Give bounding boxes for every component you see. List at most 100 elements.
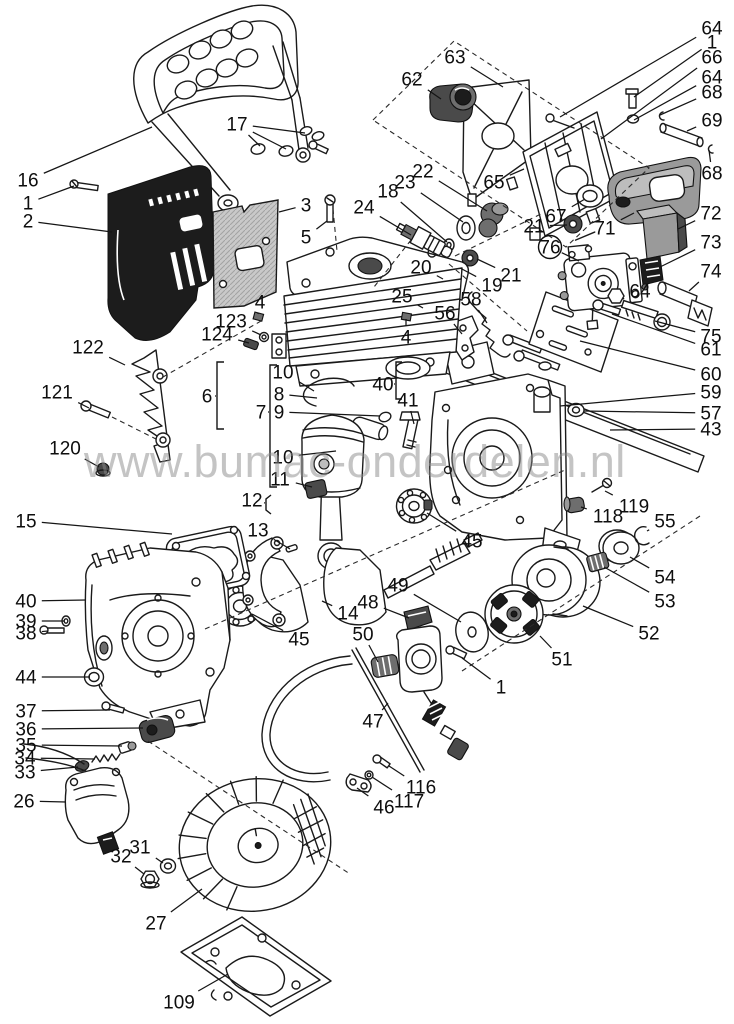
leader-line (600, 67, 698, 140)
part-callout-22: 22 (412, 162, 433, 183)
leader-line (368, 644, 379, 663)
part-callout-71: 71 (594, 219, 615, 240)
leader-line (41, 727, 144, 730)
leader-line (603, 566, 650, 593)
bottom-gasket-plate (180, 916, 332, 1017)
part-callout-56: 56 (434, 304, 455, 325)
piston-rings (302, 377, 392, 423)
part-callout-37: 37 (15, 702, 36, 723)
leader-line (582, 605, 634, 628)
part-callout-44: 44 (15, 668, 37, 689)
leader-line (477, 309, 488, 324)
part-callout-6: 6 (202, 387, 213, 408)
leader-line (509, 168, 525, 176)
part-callout-10: 10 (272, 448, 293, 469)
leader-line (410, 410, 415, 425)
part-callout-7: 7 (256, 403, 267, 424)
part-callout-1: 1 (23, 194, 34, 215)
carburetor (557, 231, 643, 331)
leader-line (453, 323, 463, 335)
part-callout-4: 4 (255, 293, 266, 314)
part-callout-38: 38 (15, 624, 36, 645)
part-callout-54: 54 (654, 568, 676, 589)
part-callout-14: 14 (337, 604, 359, 625)
part-callout-73: 73 (700, 233, 721, 254)
leader-line (611, 313, 696, 345)
leader-line (43, 126, 153, 174)
part-callout-24: 24 (353, 198, 375, 219)
leader-line (383, 607, 410, 619)
leader-line (654, 320, 696, 333)
oil-pump (370, 605, 489, 761)
group-bracket (265, 494, 272, 515)
leader-line (438, 180, 488, 212)
assembly-guide-line (204, 469, 566, 630)
leader-line (400, 201, 448, 243)
leader-line (170, 888, 203, 913)
leader-line (248, 134, 261, 147)
part-callout-121: 121 (41, 383, 73, 404)
assembly-guide-line (454, 212, 544, 257)
part-callout-39: 39 (15, 612, 36, 633)
part-callout-109: 109 (163, 993, 195, 1014)
assembly-guide-line (372, 40, 650, 248)
part-callout-33: 33 (14, 763, 35, 784)
pump-plug (563, 477, 613, 514)
leader-line (41, 521, 173, 535)
part-callout-25: 25 (391, 287, 412, 308)
leader-line (252, 125, 306, 134)
part-callout-59: 59 (700, 383, 721, 404)
leader-line (108, 356, 126, 366)
assembly-guide-line (373, 239, 412, 288)
part-callout-74: 74 (700, 262, 722, 283)
part-callout-13: 13 (247, 521, 268, 542)
leader-line (633, 48, 702, 98)
part-callout-61: 61 (700, 340, 721, 361)
part-callout-64: 64 (629, 282, 651, 303)
case-screws (39, 615, 125, 714)
part-callout-49: 49 (387, 576, 408, 597)
leader-line (633, 85, 697, 121)
leader-line (688, 281, 700, 292)
collar-bolts (502, 334, 561, 371)
part-callout-65: 65 (483, 173, 504, 194)
part-callout-15: 15 (15, 512, 36, 533)
part-callout-76: 76 (539, 238, 560, 259)
leader-line (609, 428, 696, 431)
leader-line (40, 757, 96, 760)
leader-line (381, 702, 389, 711)
callout-circle (537, 234, 563, 260)
leader-line (371, 776, 393, 791)
leader-line (420, 192, 464, 223)
part-callout-9: 9 (274, 403, 285, 424)
part-callout-67: 67 (545, 207, 566, 228)
leader-line (417, 304, 424, 309)
part-callout-26: 26 (13, 792, 34, 813)
leader-line (426, 512, 457, 532)
leader-line (41, 709, 111, 712)
part-callout-69: 69 (701, 111, 722, 132)
part-callout-66: 66 (701, 48, 722, 69)
leader-line (38, 185, 75, 200)
leader-line (708, 149, 712, 163)
leader-line (427, 89, 442, 100)
assembly-guide-line (147, 740, 351, 875)
leader-line (289, 411, 381, 417)
part-callout-119: 119 (619, 497, 649, 518)
cylinder (271, 236, 470, 387)
assembly-guide-line (162, 320, 262, 378)
leader-line (579, 340, 696, 371)
leader-line (295, 482, 313, 488)
carb-fasteners (592, 288, 671, 331)
part-callout-32: 32 (110, 847, 131, 868)
part-callout-45: 45 (288, 630, 309, 651)
baffle-plate (80, 349, 171, 477)
leader-line (251, 330, 262, 336)
group-bracket (216, 361, 224, 430)
leader-line (459, 267, 477, 278)
assembly-guide-line (111, 416, 161, 442)
part-callout-50: 50 (352, 625, 373, 646)
part-callout-68: 68 (701, 83, 722, 104)
part-callout-8: 8 (274, 385, 285, 406)
part-callout-1: 1 (496, 678, 507, 699)
